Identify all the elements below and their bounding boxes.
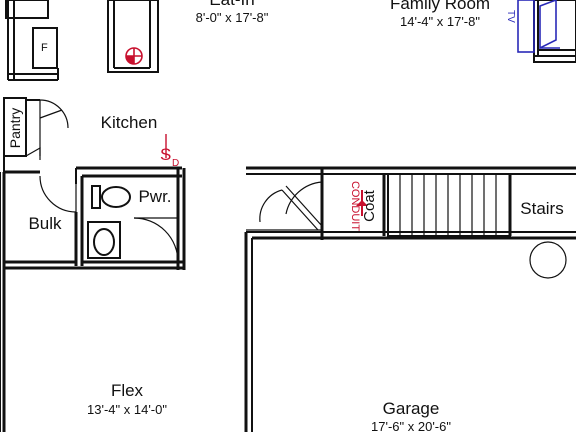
water-heater xyxy=(529,241,567,279)
sink-counter xyxy=(87,221,121,259)
room-name-powder: Pwr. xyxy=(138,187,171,206)
fridge-label: F xyxy=(41,42,48,54)
electrical xyxy=(125,47,368,216)
toilet-bowl xyxy=(101,186,131,208)
refrigerator xyxy=(32,27,58,69)
room-name-bulk: Bulk xyxy=(28,214,62,233)
room-name-coat: Coat xyxy=(361,189,378,222)
stairs-outline xyxy=(387,173,511,237)
kitchen-island xyxy=(107,0,159,73)
switch-subscript: D xyxy=(172,158,179,169)
room-name-stairs: Stairs xyxy=(520,199,563,218)
room-name-eat-in: Eat-In xyxy=(209,0,254,9)
room-name-pantry: Pantry xyxy=(7,108,23,148)
tv-unit xyxy=(517,0,560,53)
room-dims-eat-in: 8'-0" x 17'-8" xyxy=(196,10,269,25)
room-dims-family-room: 14'-4" x 17'-8" xyxy=(400,14,480,29)
upper-cabinet xyxy=(5,0,49,19)
room-name-flex: Flex xyxy=(111,381,144,400)
switch-symbol: S xyxy=(160,145,171,164)
room-name-garage: Garage xyxy=(383,399,440,418)
room-dims-flex: 13'-4" x 14'-0" xyxy=(87,402,167,417)
stair-treads xyxy=(399,174,497,236)
room-name-family-room: Family Room xyxy=(390,0,490,13)
toilet-tank xyxy=(91,185,101,209)
conduit-label: CONDUIT xyxy=(349,181,361,231)
sink-basin xyxy=(93,228,115,256)
tv-label: TV xyxy=(505,10,516,23)
room-name-kitchen: Kitchen xyxy=(101,113,158,132)
room-dims-garage: 17'-6" x 20'-6" xyxy=(371,419,451,432)
